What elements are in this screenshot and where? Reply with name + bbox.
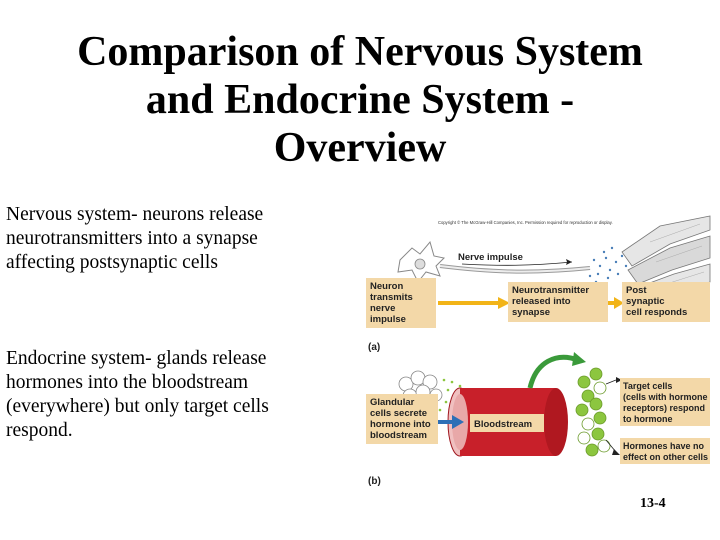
nervous-term: Nervous system-: [6, 204, 138, 225]
box-line: to hormone: [623, 414, 673, 424]
box-line: (cells with hormone: [623, 392, 708, 402]
neuron-cell-body: [397, 240, 446, 283]
box-line: effect on other cells: [623, 452, 708, 462]
no-effect-box: [620, 438, 710, 464]
nerve-impulse-arrow: [461, 261, 573, 266]
title-line: Overview: [273, 125, 447, 171]
box-line: impulse: [370, 314, 406, 325]
box-line: bloodstream: [370, 430, 427, 441]
box-line: Hormones have no: [623, 441, 705, 451]
neuron-box: [366, 278, 436, 328]
comparison-figure: Copyright © The McGraw-Hill Companies, I…: [360, 212, 712, 494]
green-arrow: [527, 354, 579, 389]
glandular-box: [366, 394, 438, 444]
target-cells-box: [620, 378, 710, 426]
nervous-system-paragraph: Nervous system- neurons release neurotra…: [6, 203, 351, 275]
box-line: cells secrete: [370, 408, 427, 419]
box-line: Post: [626, 285, 647, 296]
neuron-box-text: Neuron transmits nerve impulse: [370, 281, 415, 325]
box-line: Glandular: [370, 397, 415, 408]
slide-number: 13-4: [640, 496, 666, 511]
endocrine-term: Endocrine system-: [6, 348, 152, 369]
paragraph-line: (everywhere) but only target cells: [6, 396, 269, 417]
no-effect-box-text: Hormones have no effect on other cells: [623, 441, 708, 462]
figure-svg: Copyright © The McGraw-Hill Companies, I…: [366, 215, 711, 487]
paragraph-line: glands release: [151, 348, 267, 369]
paragraph-line: neurons release: [137, 204, 264, 225]
bloodstream-label: Bloodstream: [474, 419, 532, 430]
box-line: Neuron: [370, 281, 403, 292]
neurotransmitter-box-text: Neurotransmitter released into synapse: [512, 285, 592, 318]
bloodstream-box: [470, 414, 544, 432]
box-line: synaptic: [626, 296, 665, 307]
panel-b-label: (b): [368, 476, 381, 487]
glandular-box-text: Glandular cells secrete hormone into blo…: [370, 397, 433, 441]
box-line: transmits: [370, 292, 413, 303]
axon-inner: [439, 265, 591, 273]
box-line: nerve: [370, 303, 395, 314]
target-cells-box-text: Target cells (cells with hormone recepto…: [623, 381, 710, 424]
box-line: receptors) respond: [623, 403, 705, 413]
title-line: and Endocrine System -: [145, 77, 575, 123]
box-line: Target cells: [623, 381, 672, 391]
box-line: Neurotransmitter: [512, 285, 589, 296]
slide-title: Comparison of Nervous System and Endocri…: [0, 28, 720, 172]
box-line: hormone into: [370, 419, 431, 430]
nerve-impulse-label: Nerve impulse: [458, 252, 523, 263]
postsynaptic-box-text: Post synaptic cell responds: [626, 285, 687, 318]
paragraph-line: respond.: [6, 420, 73, 441]
neurotransmitter-box: [508, 282, 608, 322]
paragraph-line: neurotransmitters into a synapse: [6, 228, 258, 249]
box-line: released into: [512, 296, 571, 307]
postsynaptic-box: [622, 282, 710, 322]
box-line: synapse: [512, 307, 550, 318]
paragraph-line: hormones into the bloodstream: [6, 372, 249, 393]
copyright-text: Copyright © The McGraw-Hill Companies, I…: [438, 220, 613, 225]
target-cells: [575, 367, 611, 457]
endocrine-system-paragraph: Endocrine system- glands release hormone…: [6, 347, 351, 443]
title-line: Comparison of Nervous System: [77, 29, 643, 75]
panel-a-label: (a): [368, 342, 380, 353]
paragraph-line: affecting postsynaptic cells: [6, 252, 218, 273]
box-line: cell responds: [626, 307, 687, 318]
